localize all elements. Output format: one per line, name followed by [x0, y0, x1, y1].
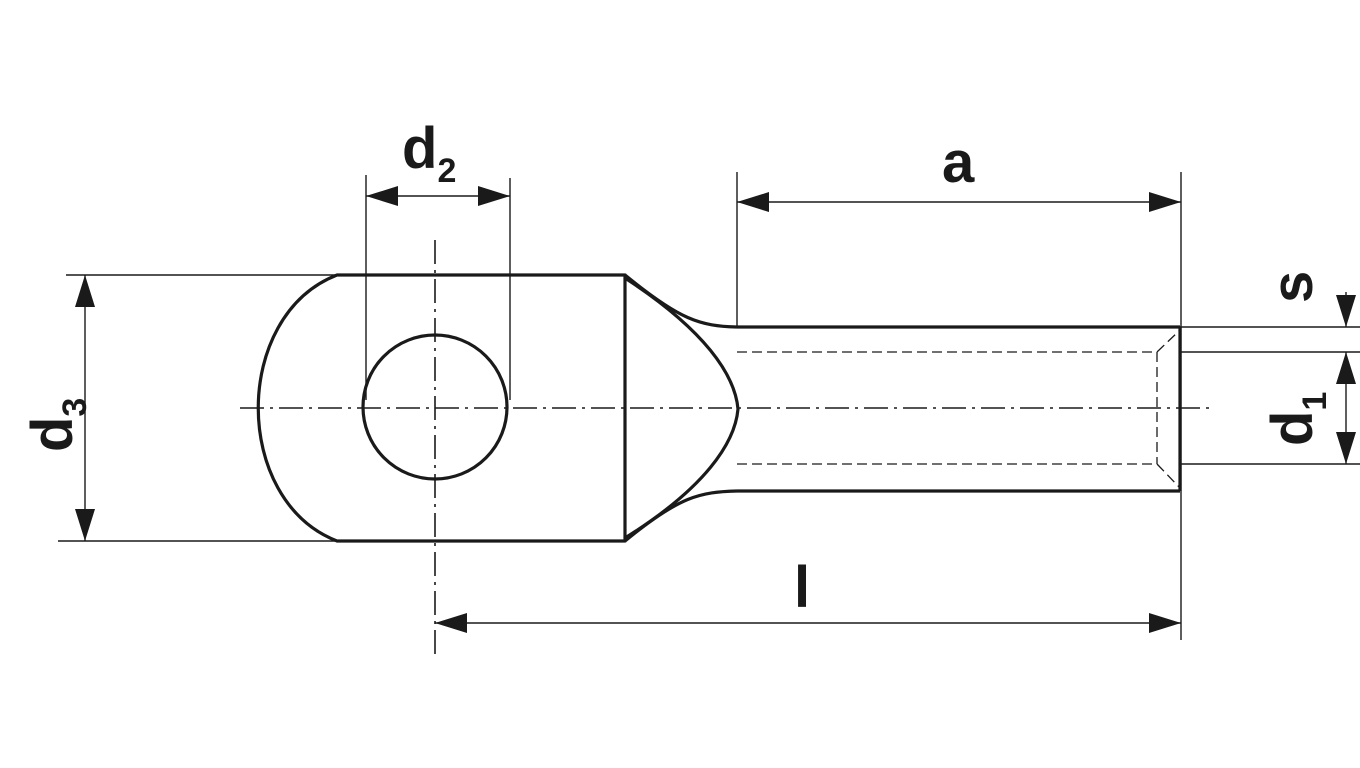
- d1-arrow-top: [1336, 352, 1356, 384]
- d3-arrow-bottom: [75, 509, 95, 541]
- dimension-d3: [75, 275, 95, 541]
- l-arrow-left: [435, 613, 467, 633]
- label-d3: d3: [20, 398, 94, 452]
- lug-outline: [256, 273, 1182, 543]
- dimension-d2: [366, 186, 510, 206]
- d2-arrow-left: [366, 186, 398, 206]
- a-arrow-left: [737, 192, 769, 212]
- chamfer-top-hidden: [1156, 329, 1181, 353]
- chamfer-bottom-hidden: [1156, 463, 1181, 489]
- l-arrow-right: [1149, 613, 1181, 633]
- a-arrow-right: [1149, 192, 1181, 212]
- dimension-s: [1336, 292, 1356, 327]
- label-d2: d2: [402, 116, 456, 190]
- palm-outline: [256, 273, 627, 543]
- d1-arrow-bottom: [1336, 432, 1356, 464]
- label-s: s: [1260, 271, 1325, 303]
- d3-arrow-top: [75, 275, 95, 307]
- center-lines: [240, 240, 1210, 655]
- extension-lines: [58, 172, 1360, 640]
- dimension-l: [435, 613, 1181, 633]
- dimension-a: [737, 192, 1181, 212]
- label-d1: d1: [1260, 392, 1334, 446]
- cone-outline: [624, 276, 740, 540]
- d2-arrow-right: [478, 186, 510, 206]
- label-a: a: [942, 130, 975, 195]
- bore-hidden-lines: [737, 329, 1181, 489]
- s-arrow: [1336, 295, 1356, 327]
- label-l: l: [794, 555, 810, 620]
- dimension-d1: [1336, 352, 1356, 464]
